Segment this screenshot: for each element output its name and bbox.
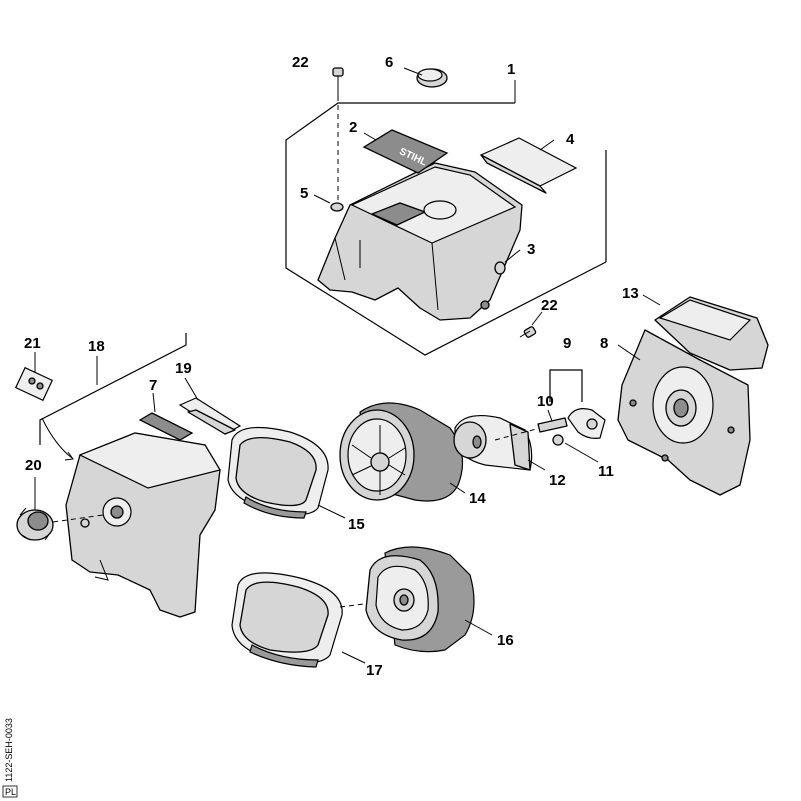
- filter-element-14: [339, 402, 464, 502]
- shroud-cover: [317, 162, 523, 321]
- leader-lines: [34, 67, 661, 664]
- intake-part-12: [453, 415, 533, 471]
- callout-18: 18: [88, 338, 105, 355]
- callout-16: 16: [497, 632, 514, 649]
- callout-6: 6: [385, 54, 393, 71]
- callout-4: 4: [566, 131, 575, 148]
- corner-mark-text: PL: [5, 787, 16, 797]
- callout-19: 19: [175, 360, 192, 377]
- callout-2: 2: [349, 119, 357, 136]
- callout-11: 11: [598, 463, 614, 480]
- callout-12: 12: [549, 472, 566, 489]
- decal-7: [138, 412, 194, 441]
- prefilter-17: [231, 572, 396, 668]
- prefilter-15: [227, 426, 329, 519]
- figure-code: 1122-SEH-0033: [4, 718, 14, 782]
- plug: [416, 68, 448, 88]
- callout-20: 20: [25, 457, 42, 474]
- filter-cover-group-frame: [39, 333, 187, 461]
- shroud-group-frame: [285, 80, 607, 356]
- nut-5: [330, 202, 344, 212]
- corner-mark: PL: [2, 785, 18, 798]
- part-19: [178, 397, 242, 435]
- callout-14: 14: [469, 490, 486, 507]
- bracket-9: [549, 369, 606, 439]
- stihl-decal: STIHL: [362, 129, 449, 174]
- screw-10: [494, 417, 568, 441]
- callout-10: 10: [537, 393, 554, 410]
- callout-1: 1: [507, 61, 515, 78]
- grommet-3: [494, 261, 506, 275]
- filter-knob: [16, 507, 104, 541]
- callout-3: 3: [527, 241, 535, 258]
- callout-8: 8: [600, 335, 608, 352]
- nut-11: [552, 434, 564, 446]
- callout-9: 9: [563, 335, 571, 352]
- baseplate-8: [617, 329, 751, 496]
- cover-13: [654, 296, 769, 371]
- callout-7: 7: [149, 377, 157, 394]
- callout-22-right: 22: [541, 297, 558, 314]
- callout-13: 13: [622, 285, 639, 302]
- screw-top: [332, 67, 344, 200]
- callout-17: 17: [366, 662, 383, 679]
- cover-plate: [479, 137, 578, 194]
- callout-15: 15: [348, 516, 365, 533]
- filter-element-16: [365, 546, 475, 653]
- filter-cover: [65, 432, 221, 618]
- screw-right: [519, 326, 537, 338]
- callout-21: 21: [24, 335, 41, 352]
- callout-22-top: 22: [292, 54, 309, 71]
- label-21: [14, 366, 54, 402]
- callouts: 1 2 3 4 5 6 7 8 9 10 11 12 13 14 15 16 1…: [24, 54, 639, 679]
- callout-5: 5: [300, 185, 308, 202]
